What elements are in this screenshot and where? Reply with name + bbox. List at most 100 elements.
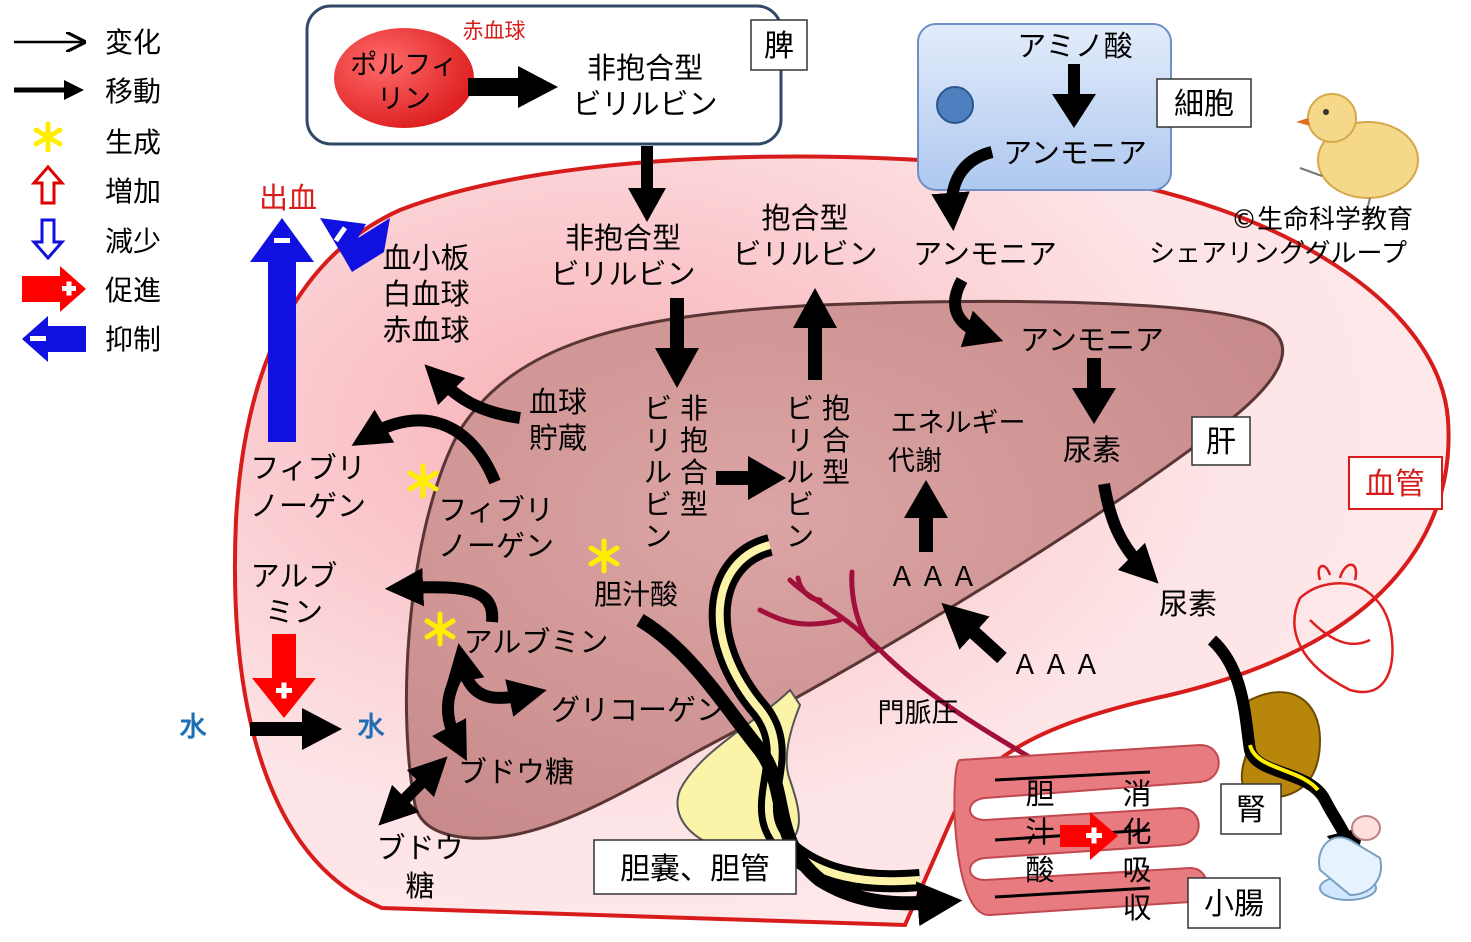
liver-blood-storage-1: 血球 <box>529 385 587 419</box>
water-inside: 水 <box>358 712 386 743</box>
toilet-icon <box>1318 815 1382 901</box>
chick-mascot-icon <box>1296 93 1419 215</box>
liver-bili-a-char-5: ン <box>644 520 672 553</box>
vessel-unconj-bilirubin-2: ビリルビン <box>550 257 695 291</box>
fibrinogen-to-vessel-arrow <box>351 409 501 485</box>
legend-label-generate: 生成 <box>105 126 161 159</box>
liver-unconj-char-3: 合 <box>680 456 708 489</box>
legend: 変化 移動 生成 増加 減少 促進 抑制 <box>14 26 161 362</box>
legend-label-decrease: 減少 <box>105 225 161 258</box>
albumin-glucose-arrow <box>432 664 468 761</box>
spleen-to-vessel-arrow <box>628 146 666 222</box>
cell-ammonia: アンモニア <box>1003 136 1147 170</box>
legend-label-promote: 促進 <box>105 274 161 307</box>
vessel-glucose-1: ブドウ <box>376 831 463 865</box>
cell-nucleus <box>936 86 974 124</box>
intestine-bile-char-1: 胆 <box>1025 777 1054 811</box>
liver-aaa: ＡＡＡ <box>889 562 982 593</box>
liver-energy-1: エネルギー <box>891 408 1026 439</box>
liver-conj-char-3: 型 <box>822 456 850 489</box>
intestine-absorb-char-3: 吸 <box>1122 853 1151 887</box>
legend-label-increase: 増加 <box>105 175 161 208</box>
liver-ammonia: アンモニア <box>1020 323 1164 357</box>
intestine-absorb-char-1: 消 <box>1122 777 1151 811</box>
urea-to-urine-arrow <box>1207 635 1364 869</box>
liver-bili-b-char-4: ビ <box>786 488 814 521</box>
liver-conj-vertical: 抱 合 型 ビ リ ル ビ ン <box>786 392 850 553</box>
intestine-label: 小腸 <box>1204 887 1264 922</box>
intestine-absorb-char-4: 収 <box>1122 891 1151 925</box>
glucose-exchange-arrow <box>378 756 448 826</box>
vessel-fibrinogen-2: ノーゲン <box>250 489 366 523</box>
amino-to-ammonia-arrow <box>1052 64 1096 128</box>
vessel-unconj-bilirubin-1: 非抱合型 <box>565 221 681 255</box>
porphyrin-label-1: ポルフィ <box>350 50 457 81</box>
heart-icon <box>1293 563 1394 694</box>
liver-bili-b-char-3: ル <box>786 456 814 489</box>
bleeding-platelets: 血小板 <box>382 241 469 275</box>
liver-fibrinogen-2: ノーゲン <box>438 529 554 563</box>
rbc-label: 赤血球 <box>463 19 526 43</box>
liver-blood-storage-2: 貯蔵 <box>529 421 587 455</box>
bile-promote-arrow <box>1060 812 1118 860</box>
gallbladder-label: 胆嚢、胆管 <box>620 852 770 887</box>
portal-vein <box>757 569 1063 778</box>
vessel-label-box <box>1348 456 1443 510</box>
liver-label-box <box>1191 416 1251 466</box>
vessel-aaa-to-liver-arrow <box>941 602 1007 664</box>
liver-conj-char-1: 抱 <box>822 392 850 425</box>
cell-label-box <box>1156 78 1252 128</box>
asterisk-icon <box>33 121 63 153</box>
liver-fibrinogen-1: フィブリ <box>438 493 553 527</box>
cell-label: 細胞 <box>1174 87 1234 122</box>
intestine-bile-char-3: 酸 <box>1025 853 1054 887</box>
liver-bili-a-char-2: リ <box>644 424 672 457</box>
vessel-to-liver-ammonia-arrow <box>949 277 1004 348</box>
vessel-to-liver-unconj-arrow <box>655 298 699 388</box>
vessel-label: 血管 <box>1365 467 1425 502</box>
vessel-fibrinogen-1: フィブリ <box>250 451 365 485</box>
generate-star-albumin-icon <box>424 611 456 647</box>
vessel-albumin-2: ミン <box>265 595 323 629</box>
red-blood-cell <box>334 28 474 128</box>
generate-star-fibrinogen-icon <box>407 463 439 499</box>
minus-arrow-icon <box>22 316 86 362</box>
liver-bili-b-char-5: ン <box>786 520 814 553</box>
legend-label-suppress: 抑制 <box>105 323 161 356</box>
intestine-bile-acid-vertical: 胆 汁 酸 <box>1025 777 1054 887</box>
liver-unconj-char-2: 抱 <box>680 424 708 457</box>
liver-bili-a-char-1: ビ <box>644 392 672 425</box>
copyright-line-1: ©生命科学教育 <box>1231 205 1413 235</box>
storage-to-cells-arrow <box>424 364 521 424</box>
liver-to-vessel-conj-arrow <box>793 288 837 380</box>
intestine-bile-char-2: 汁 <box>1025 815 1054 849</box>
generate-star-bileacid-icon <box>588 538 620 574</box>
liver-urea: 尿素 <box>1063 433 1121 467</box>
liver-shape <box>404 300 1284 840</box>
vessel-glucose-2: 糖 <box>405 869 434 903</box>
portal-pressure: 門脈圧 <box>878 698 959 729</box>
water-outside: 水 <box>180 712 208 743</box>
intestine-absorption-vertical: 消 化 吸 収 <box>1122 777 1151 925</box>
vessel-aaa: ＡＡＡ <box>1012 650 1105 681</box>
liver-energy-2: 代謝 <box>888 446 942 477</box>
cell-to-vessel-ammonia-arrow <box>931 146 994 232</box>
spleen-label-box <box>750 19 808 71</box>
ureter-line <box>1248 744 1320 792</box>
up-outline-arrow-icon <box>30 164 66 205</box>
liver-bili-b-char-1: ビ <box>786 392 814 425</box>
aaa-to-energy-arrow <box>904 480 948 552</box>
copyright-line-2: シェアリンググループ <box>1149 239 1407 269</box>
liver-label: 肝 <box>1206 425 1236 460</box>
kidney-label: 腎 <box>1236 793 1266 828</box>
unconj-to-conj-arrow <box>716 456 786 500</box>
liver-bili-a-char-3: ル <box>644 456 672 489</box>
vessel-ammonia: アンモニア <box>913 237 1057 271</box>
kidney-label-box <box>1220 783 1282 835</box>
liver-urea-to-vessel-arrow <box>1098 483 1159 584</box>
bile-acid-flow-arrow <box>636 613 963 927</box>
legend-label-move: 移動 <box>105 75 161 108</box>
spleen-unconj-bilirubin-2: ビリルビン <box>572 87 717 121</box>
liver-albumin: アルブミン <box>464 625 609 659</box>
